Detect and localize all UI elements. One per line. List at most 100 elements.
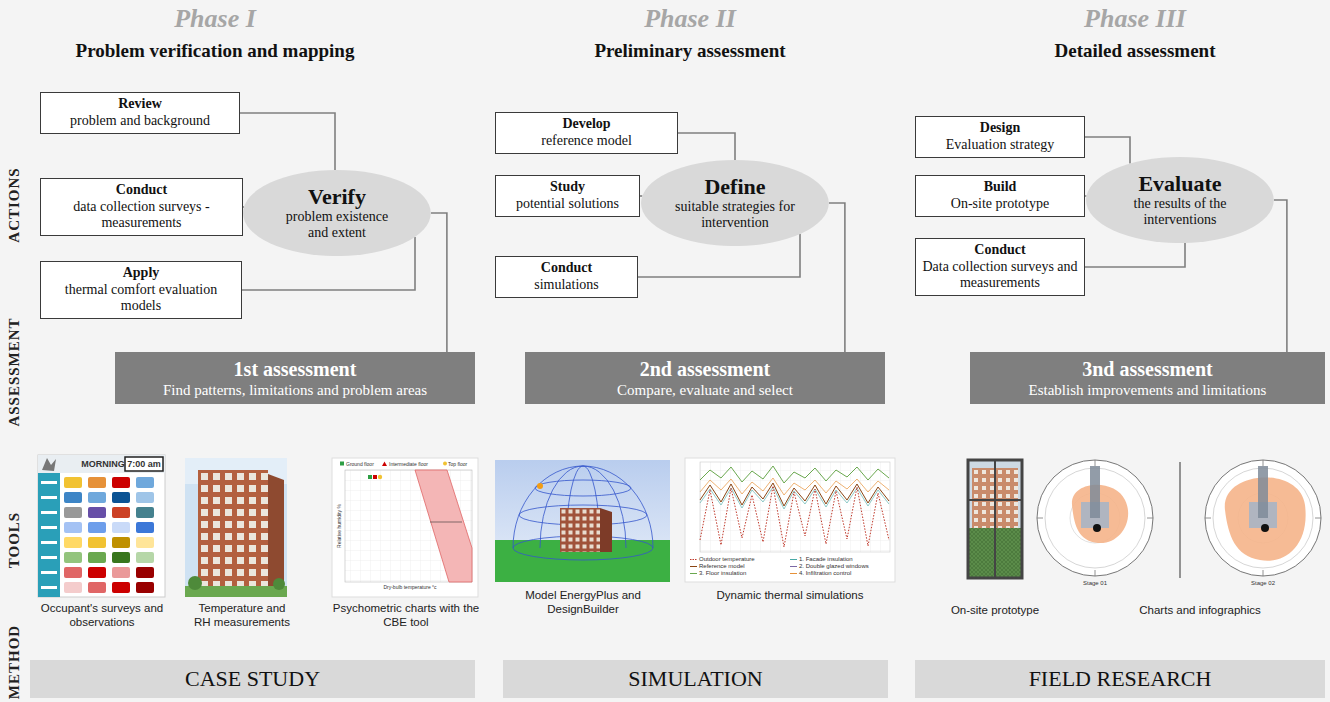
energy-model [535,480,631,496]
connector-line [640,195,642,197]
method-band: CASE STUDY [30,660,475,698]
action-text: problem and background [47,113,233,130]
simulation-chart [690,559,697,560]
method-name: FIELD RESEARCH [1029,666,1212,692]
survey-infographic [41,556,57,559]
survey-infographic [88,582,106,593]
method-band: SIMULATION [503,660,888,698]
survey-infographic [41,496,57,499]
action-box: Applythermal comfort evaluation models [40,261,242,319]
assessment-text: Find patterns, limitations and problem a… [163,381,427,399]
tool-caption: Psychometric charts with the CBE tool [332,601,480,630]
survey-infographic [136,477,154,488]
method-name: SIMULATION [628,666,762,692]
legend-text: 4. Infiltration control [799,570,851,577]
connector-line [240,113,335,170]
simulation-chart [790,566,797,567]
action-verb: Conduct [922,242,1078,259]
radial-chart [1261,524,1269,532]
action-text: reference model [502,133,671,150]
survey-infographic [41,586,57,589]
psychrometric-chart [430,522,462,523]
survey-infographic [41,481,57,484]
building-photo [198,470,268,588]
simulation-chart [790,573,797,574]
simulation-chart [700,486,889,547]
survey-infographic [88,507,106,518]
radial-chart [1093,524,1101,532]
survey-infographic [112,537,130,548]
survey-infographic [136,537,154,548]
phase-title: Problem verification and mapping [30,40,400,62]
ellipse-content: Verifyproblem existence and extent [275,185,399,241]
action-box: ConductData collection surveys and measu… [915,238,1085,296]
survey-infographic [88,522,106,533]
survey-infographic [41,526,57,529]
survey-infographic [112,507,130,518]
ellipse-content: Evaluatethe results of the interventions [1118,172,1242,228]
legend-entry: 4. Infiltration control [799,570,851,577]
ellipse-shape [641,160,829,246]
prototype-photo [968,460,1022,578]
psychrometric-chart [345,470,472,582]
psychrometric-chart [332,458,478,597]
psychrometric-chart [415,470,472,582]
connector-line [1085,195,1086,197]
row-label: ASSESSMENT [6,317,23,426]
survey-infographic [88,552,106,563]
action-box: Studypotential solutions [495,175,640,217]
tool-caption: Charts and infographics [1100,603,1300,617]
energy-model [537,483,543,489]
goal-ellipse: Verifyproblem existence and extent [243,170,431,256]
row-label: METHOD [6,625,23,699]
survey-infographic [136,582,154,593]
goal-ellipse: Definesuitable strategies for interventi… [641,160,829,246]
ellipse-content: Definesuitable strategies for interventi… [673,175,797,231]
simulation-chart [690,573,697,574]
survey-infographic [64,522,82,533]
simulation-chart [685,458,895,582]
survey-infographic [112,492,130,503]
goal-ellipse: Evaluatethe results of the interventions [1086,157,1274,243]
building-photo [273,578,285,590]
survey-infographic [64,477,82,488]
survey-infographic [88,492,106,503]
survey-infographic [38,455,165,473]
assessment-bar: 2nd assessmentCompare, evaluate and sele… [525,352,885,404]
radial-chart [1037,460,1321,578]
building-photo [185,586,287,597]
goal-text: problem existence and extent [275,209,399,241]
radial-chart [1205,460,1321,576]
action-box: DesignEvaluation strategy [915,116,1085,158]
connector-line [1274,200,1287,352]
action-box: Conductsimulations [495,256,638,298]
survey-infographic [112,552,130,563]
goal-verb: Define [704,175,765,199]
stage-label: Stage 01 [1070,580,1120,586]
survey-infographic [42,458,56,471]
connector-line [1085,137,1130,164]
psychrometric-chart [378,475,382,479]
row-label: ACTIONS [6,167,23,242]
building-photo [268,474,284,588]
phase-title: Preliminary assessment [515,40,865,62]
tool-caption: Dynamic thermal simulations [700,588,880,602]
energy-model [513,466,653,560]
survey-infographic [64,507,82,518]
assessment-title: 1st assessment [234,358,357,381]
survey-infographic [112,477,130,488]
action-verb: Apply [47,265,235,282]
simulation-chart [790,559,797,560]
psychrometric-chart [368,475,372,479]
method-name: CASE STUDY [185,666,320,692]
goal-verb: Evaluate [1138,172,1221,196]
survey-infographic [38,455,165,597]
action-text: simulations [502,277,631,294]
survey-infographic [125,457,163,471]
survey-infographic [136,522,154,533]
radial-chart [1205,460,1321,576]
ellipse-shape [1086,157,1274,243]
tool-caption: Model EnergyPlus and DesignBuilder [500,588,666,617]
legend-entry: Reference model [699,563,745,570]
row-label: TOOLS [6,512,23,568]
